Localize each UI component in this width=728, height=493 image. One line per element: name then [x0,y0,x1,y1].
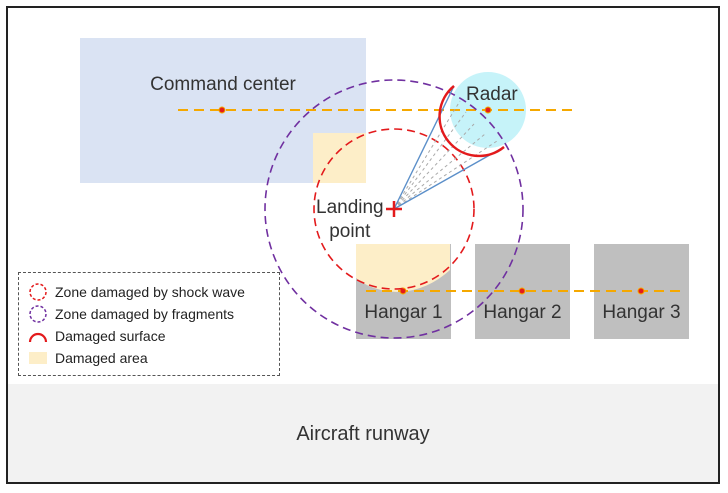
legend-label-surface: Damaged surface [55,328,166,344]
legend-item-fragments: Zone damaged by fragments [27,303,279,325]
fragments-legend-icon [27,303,49,325]
damaged-surface-legend-icon [27,325,49,347]
aircraft-runway: Aircraft runway [8,384,718,482]
landing-point-label-line2: point [329,221,371,242]
runway-label: Aircraft runway [296,422,430,445]
diagram-overlay [178,72,684,339]
legend-item-area: Damaged area [27,347,279,369]
landing-point-label-line1: Landing [316,197,384,218]
legend: Zone damaged by shock wave Zone damaged … [18,272,280,376]
radar-tangent-line [393,85,455,210]
legend-item-surface: Damaged surface [27,325,279,347]
shock-wave-legend-icon [27,281,49,303]
fragment-trajectory [393,100,461,210]
hangar-2-marker [518,287,526,295]
fragment-trajectory [393,111,467,210]
hangar-1-label: Hangar 1 [364,301,443,323]
legend-label-fragments: Zone damaged by fragments [55,306,234,322]
radar-damaged-surface [438,85,505,158]
hangar-3-label: Hangar 3 [602,301,681,323]
damaged-area-legend-icon [27,347,49,369]
hangar-2-label: Hangar 2 [483,301,562,323]
fragment-damage-zone [264,79,524,339]
damaged-area-command-center [313,133,366,183]
radar-tangent-line [393,146,505,210]
hangar-1-marker [399,287,407,295]
fragment-trajectory [393,133,486,210]
command-center-marker [218,106,226,114]
radar-label: Radar [466,84,518,105]
fragment-trajectory [393,140,498,210]
radar-marker [484,106,492,114]
command-center-label: Command center [150,74,296,95]
diagram-frame: Aircraft runway Command center Hangar 1 … [6,6,720,484]
hangar-3-marker [637,287,645,295]
legend-label-shock-wave: Zone damaged by shock wave [55,284,245,300]
damaged-area-hangar-1 [356,244,450,292]
shock-wave-damage-zone [313,128,475,290]
landing-point-label: Landing point [316,196,384,244]
legend-label-area: Damaged area [55,350,148,366]
legend-item-shock-wave: Zone damaged by shock wave [27,281,279,303]
fragment-trajectory [393,123,475,210]
